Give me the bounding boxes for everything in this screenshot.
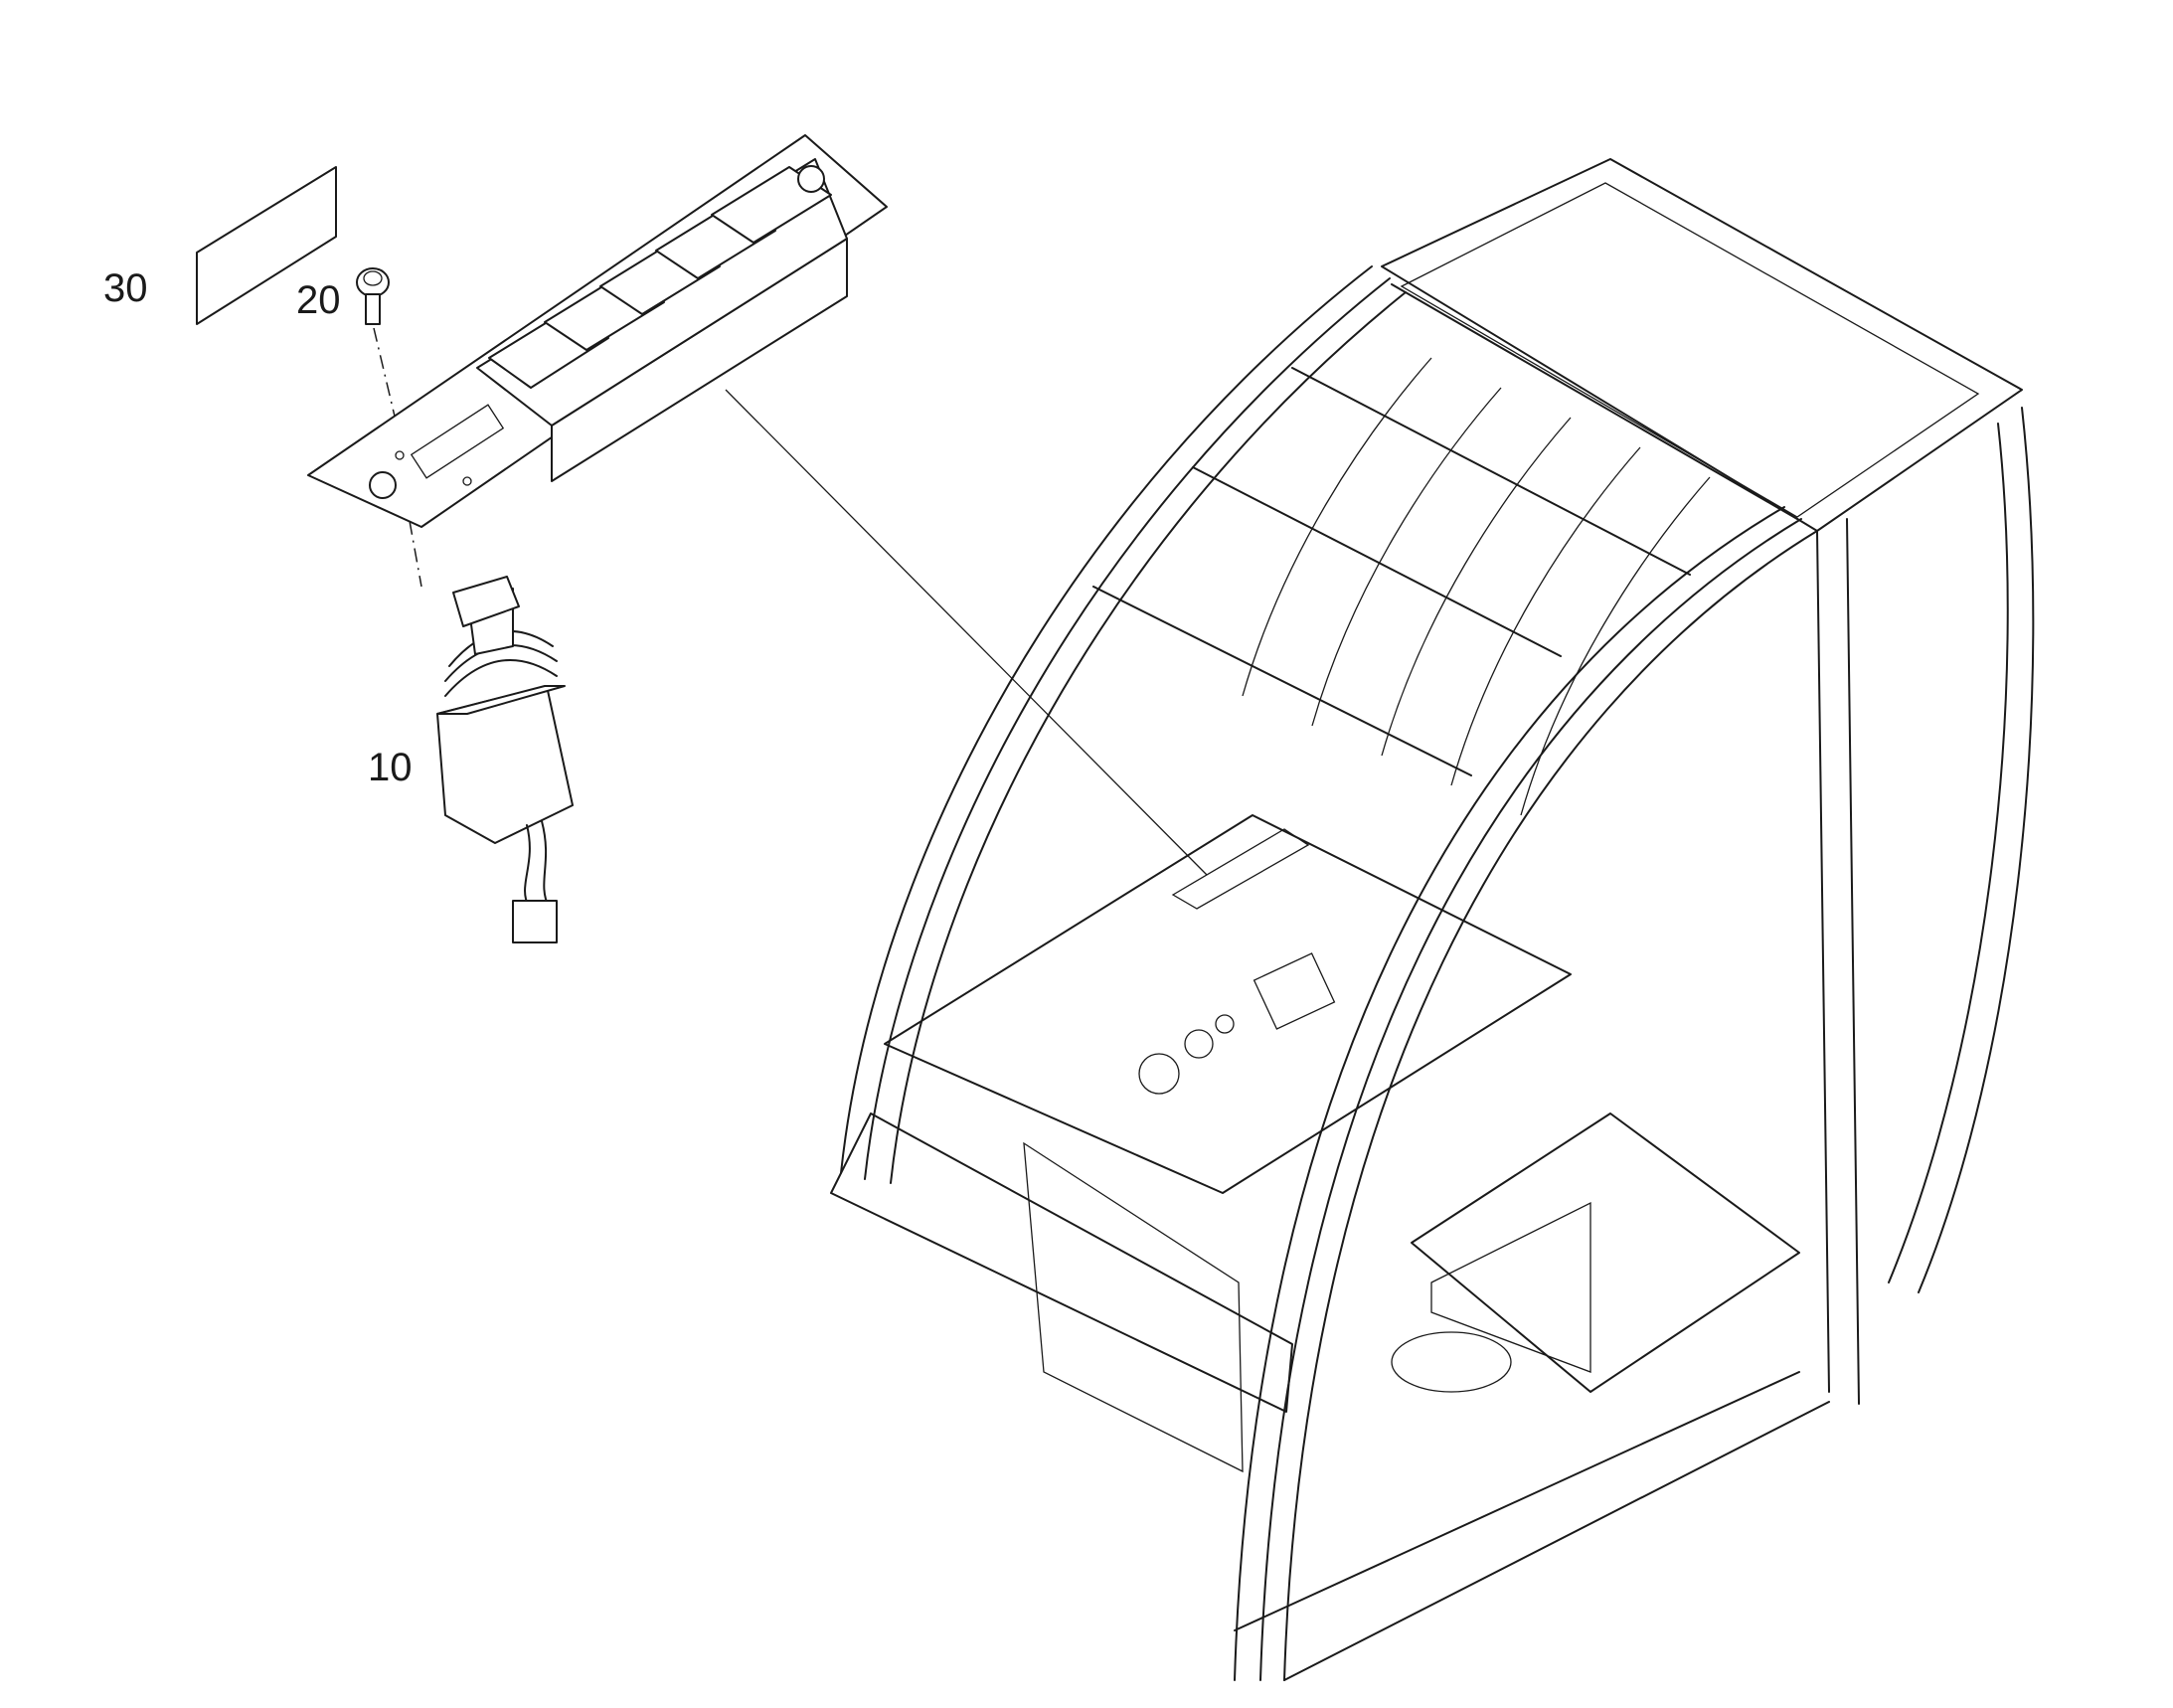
switch-panel[interactable]: [307, 134, 888, 528]
part-20-screw[interactable]: [356, 267, 390, 325]
cab-frame[interactable]: [830, 158, 2035, 1681]
part-30-decal[interactable]: [196, 166, 337, 325]
callout-20: 20: [296, 278, 341, 322]
assembly-axis-line: [373, 327, 422, 588]
leader-line: [725, 389, 1208, 876]
callout-10: 10: [368, 746, 413, 789]
part-10-joystick[interactable]: [436, 576, 574, 943]
callout-30: 30: [103, 266, 148, 310]
